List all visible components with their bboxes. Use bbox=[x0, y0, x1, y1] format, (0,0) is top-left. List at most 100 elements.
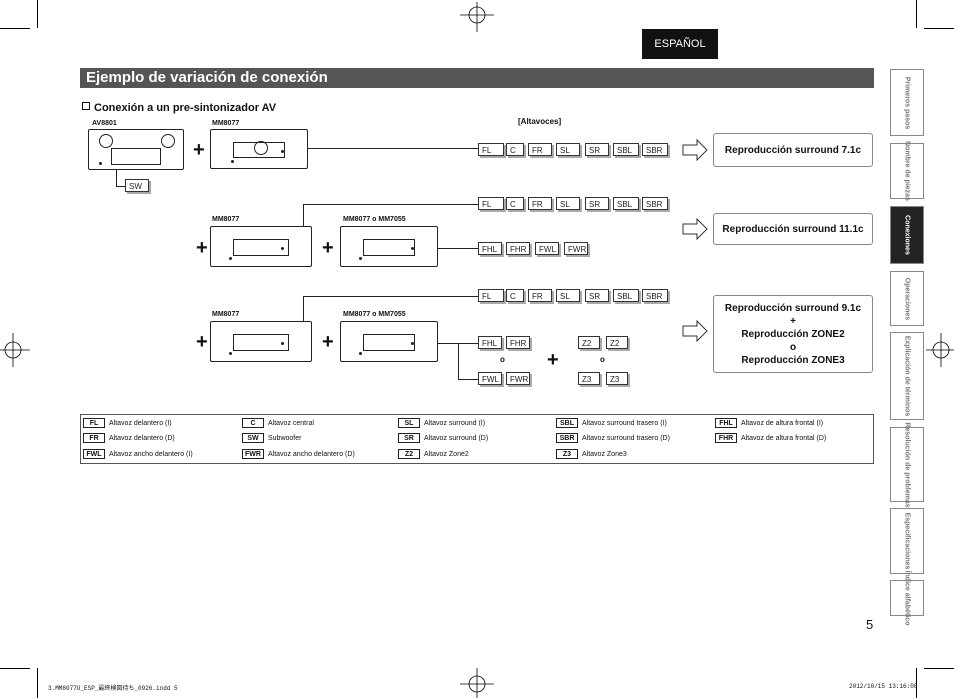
device-label-av8801: AV8801 bbox=[92, 120, 117, 127]
mm8077-mm7055-device bbox=[340, 321, 438, 362]
power-led bbox=[231, 160, 234, 163]
speaker-box: SBR bbox=[642, 289, 668, 302]
speaker-box: C bbox=[506, 143, 524, 156]
legend-code: FWR bbox=[242, 449, 264, 459]
speaker-box: FL bbox=[478, 143, 504, 156]
power-knob bbox=[254, 141, 268, 155]
result-text: + bbox=[790, 315, 796, 327]
tab-indice-alfabetico[interactable]: Índice alfabético bbox=[890, 571, 924, 625]
tab-conexiones[interactable]: Conexiones bbox=[890, 206, 924, 264]
tab-nombre-de-piezas[interactable]: Nombre de piezas bbox=[890, 141, 924, 201]
legend-code: C bbox=[242, 418, 264, 428]
legend-item: FWR Altavoz ancho delantero (D) bbox=[242, 449, 355, 459]
legend-code: FR bbox=[83, 433, 105, 443]
legend-item: FL Altavoz delantero (I) bbox=[83, 418, 172, 428]
tab-especificaciones[interactable]: Especificaciones bbox=[890, 508, 924, 574]
speaker-box: Z3 bbox=[578, 372, 600, 385]
speaker-box: SL bbox=[556, 289, 580, 302]
connection-wire bbox=[303, 204, 304, 228]
tab-primeros-pasos[interactable]: Primeros pasos bbox=[890, 69, 924, 136]
section-subtitle: Conexión a un pre-sintonizador AV bbox=[82, 102, 276, 114]
crop-mark bbox=[924, 668, 954, 669]
speaker-box: FHR bbox=[506, 242, 530, 255]
plus-sign: + bbox=[322, 331, 334, 353]
legend-item: C Altavoz central bbox=[242, 418, 314, 428]
crop-mark bbox=[924, 28, 954, 29]
speaker-box: FHL bbox=[478, 336, 502, 349]
tab-label: Índice alfabético bbox=[903, 570, 911, 626]
result-text: Reproducción surround 7.1c bbox=[724, 144, 862, 156]
result-text: o bbox=[789, 341, 797, 353]
speaker-box: SBR bbox=[642, 197, 668, 210]
connection-wire bbox=[438, 248, 478, 249]
legend-code: SW bbox=[242, 433, 264, 443]
connection-wire bbox=[116, 170, 117, 186]
registration-mark bbox=[926, 333, 954, 367]
plus-sign: + bbox=[547, 349, 559, 371]
device-label-mm8077: MM8077 bbox=[212, 120, 240, 127]
tab-explicacion-de-terminos[interactable]: Explicación de términos bbox=[890, 332, 924, 420]
tab-operaciones[interactable]: Operaciones bbox=[890, 271, 924, 326]
or-label: o bbox=[600, 355, 605, 364]
result-text: Reproducción ZONE3 bbox=[741, 354, 845, 366]
speaker-box: SR bbox=[585, 289, 609, 302]
crop-mark bbox=[0, 668, 30, 669]
legend-code: FWL bbox=[83, 449, 105, 459]
connection-wire bbox=[303, 296, 304, 322]
speaker-box: SL bbox=[556, 143, 580, 156]
legend-text: Altavoz Zone3 bbox=[582, 450, 627, 458]
speaker-box: SBL bbox=[613, 289, 639, 302]
speakers-header: [Altavoces] bbox=[518, 117, 562, 126]
mm8077-device bbox=[210, 321, 312, 362]
speaker-box: SL bbox=[556, 197, 580, 210]
tab-label: Primeros pasos bbox=[903, 76, 911, 129]
connection-wire bbox=[458, 343, 459, 379]
legend-code: FL bbox=[83, 418, 105, 428]
speaker-box: C bbox=[506, 289, 524, 302]
mm8077-device bbox=[210, 226, 312, 267]
result-text: Reproducción ZONE2 bbox=[741, 328, 845, 340]
page-title: Ejemplo de variación de conexión bbox=[80, 68, 874, 88]
speaker-box: FR bbox=[528, 143, 552, 156]
speaker-box: FHR bbox=[506, 336, 530, 349]
connection-wire bbox=[303, 204, 478, 205]
legend-text: Altavoz ancho delantero (D) bbox=[268, 450, 355, 458]
legend-table: FL Altavoz delantero (I) C Altavoz central… bbox=[80, 414, 874, 464]
registration-mark bbox=[0, 333, 30, 367]
power-led bbox=[359, 257, 362, 260]
result-text: Reproducción surround 9.1c bbox=[724, 302, 862, 314]
speaker-box: FL bbox=[478, 289, 504, 302]
connection-wire bbox=[308, 148, 478, 149]
subtitle-text: Conexión a un pre-sintonizador AV bbox=[94, 102, 277, 114]
subwoofer-box: SW bbox=[125, 179, 149, 192]
front-panel bbox=[363, 334, 415, 351]
legend-code: SL bbox=[398, 418, 420, 428]
power-led bbox=[411, 247, 414, 250]
plus-sign: + bbox=[196, 237, 208, 259]
legend-text: Altavoz de altura frontal (D) bbox=[741, 434, 827, 442]
connection-wire bbox=[116, 186, 125, 187]
volume-knob bbox=[99, 134, 113, 148]
result-box-9-1-zone: Reproducción surround 9.1c + Reproducció… bbox=[713, 295, 873, 373]
device-label-mm8077-mm7055: MM8077 o MM7055 bbox=[343, 216, 406, 223]
legend-code: SBR bbox=[556, 433, 578, 443]
legend-text: Altavoz surround trasero (I) bbox=[582, 419, 667, 427]
registration-mark bbox=[460, 2, 494, 32]
legend-text: Altavoz de altura frontal (I) bbox=[741, 419, 824, 427]
legend-text: Altavoz delantero (I) bbox=[109, 419, 172, 427]
power-led bbox=[359, 352, 362, 355]
power-led bbox=[281, 247, 284, 250]
legend-text: Altavoz central bbox=[268, 419, 314, 427]
tab-label: Nombre de piezas bbox=[903, 141, 911, 201]
speaker-box: FL bbox=[478, 197, 504, 210]
tab-resolucion-de-problemas[interactable]: Resolución de problemas bbox=[890, 422, 924, 507]
